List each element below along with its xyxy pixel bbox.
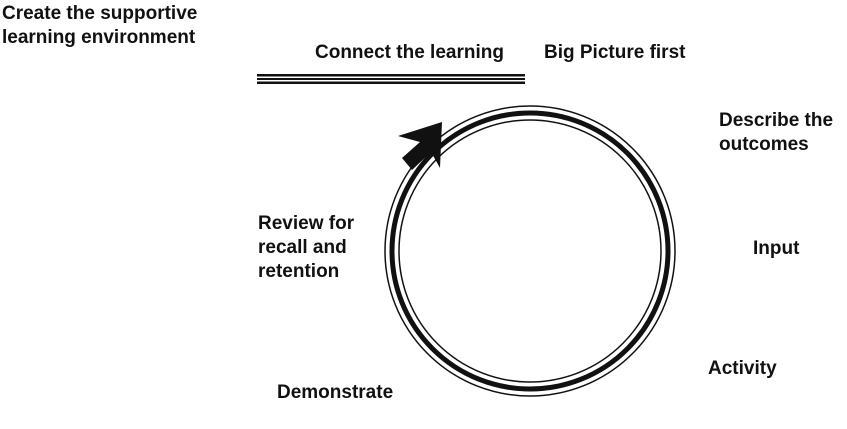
cycle-ring-inner — [398, 119, 662, 383]
label-activity: Activity — [708, 358, 777, 379]
label-big-picture: Big Picture first — [544, 42, 686, 63]
direction-arrow-icon — [398, 122, 442, 170]
cycle-ring-outer — [384, 105, 676, 397]
cycle-ring-main — [389, 110, 671, 392]
label-demonstrate: Demonstrate — [277, 382, 394, 403]
label-create-environment: Create the supportive learning environme… — [2, 3, 198, 48]
label-describe-outcomes: Describe the outcomes — [719, 110, 834, 155]
label-connect-learning: Connect the learning — [315, 42, 504, 63]
label-input: Input — [753, 238, 800, 259]
label-review: Review for recall and retention — [258, 213, 355, 282]
